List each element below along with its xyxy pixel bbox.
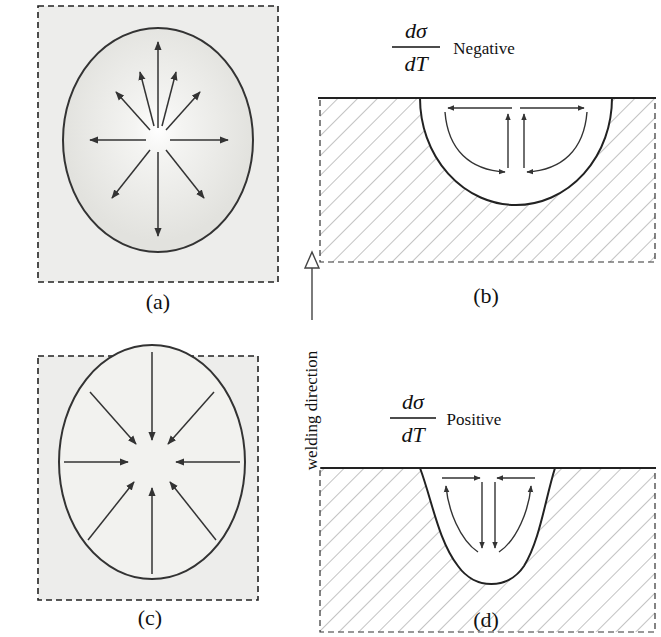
base-metal-hatching (320, 468, 655, 632)
fraction-bar (390, 417, 436, 418)
panel-label: (a) (146, 291, 170, 313)
panel-label: (d) (473, 609, 499, 631)
weld-pool-section (420, 98, 612, 205)
panel-frame (38, 6, 278, 282)
base-metal-hatching (320, 98, 655, 262)
fraction-numerator: dσ (405, 20, 427, 42)
sign-label: Negative (453, 40, 514, 57)
section-frame (320, 468, 655, 632)
fraction-numerator: dσ (402, 391, 424, 413)
outward-flow (90, 42, 228, 236)
convection-loops (442, 478, 535, 552)
direction-label: welding direction (303, 350, 320, 469)
convection-loops (445, 108, 587, 172)
fraction-bar (392, 46, 440, 47)
fraction-denominator: dT (404, 53, 427, 75)
section-frame (320, 98, 655, 262)
panel-label: (c) (138, 607, 162, 629)
surface-line (318, 467, 656, 469)
weld-pool-top (59, 345, 245, 579)
weld-pool-section (420, 468, 555, 584)
direction-arrow-head (305, 252, 319, 268)
panel-label: (b) (473, 285, 499, 307)
fraction-denominator: dT (401, 424, 424, 446)
inward-flow (64, 352, 240, 574)
sign-label: Positive (447, 411, 502, 428)
surface-line (318, 97, 656, 99)
weld-pool-top (63, 28, 253, 252)
